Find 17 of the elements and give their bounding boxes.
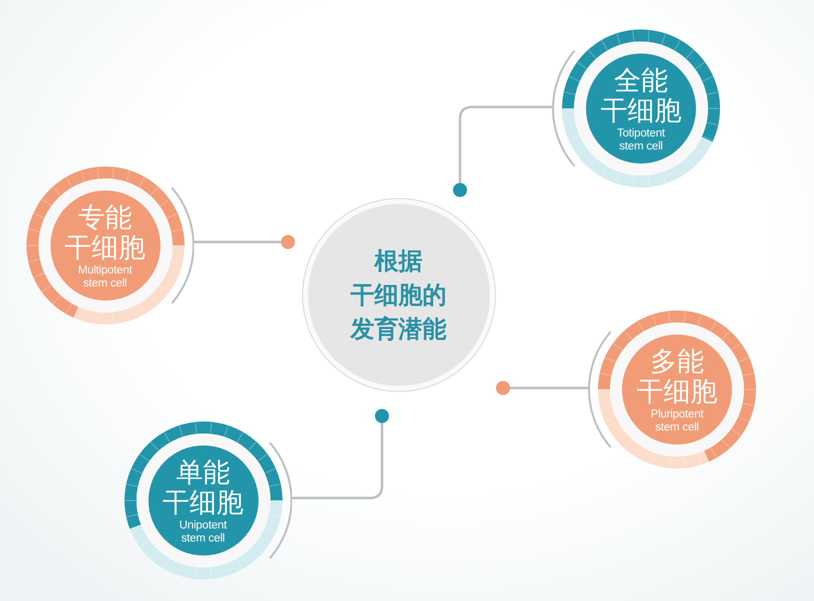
english-label: Pluripotent stem cell — [650, 408, 704, 435]
connector-line — [453, 106, 552, 197]
cell-type-label: 专能干细胞 — [64, 203, 146, 264]
connector-line — [194, 235, 295, 249]
cell-type-label: 全能干细胞 — [600, 66, 682, 127]
cell-type-label: 多能干细胞 — [636, 347, 718, 408]
stem-cell-circle — [588, 310, 756, 468]
english-label: Multipotent stem cell — [76, 264, 134, 291]
cell-type-label: 单能干细胞 — [162, 458, 244, 519]
connector-line — [496, 381, 588, 395]
english-label: Unipotent stem cell — [178, 520, 228, 546]
stem-cell-circle — [26, 166, 194, 324]
connector-line — [292, 409, 389, 500]
topic-text: 根据干细胞的发育潜能 — [349, 245, 448, 345]
stem-cell-circle — [124, 420, 292, 580]
english-label: Totipotent stem cell — [616, 128, 666, 154]
stem-cell-circle — [552, 28, 720, 188]
